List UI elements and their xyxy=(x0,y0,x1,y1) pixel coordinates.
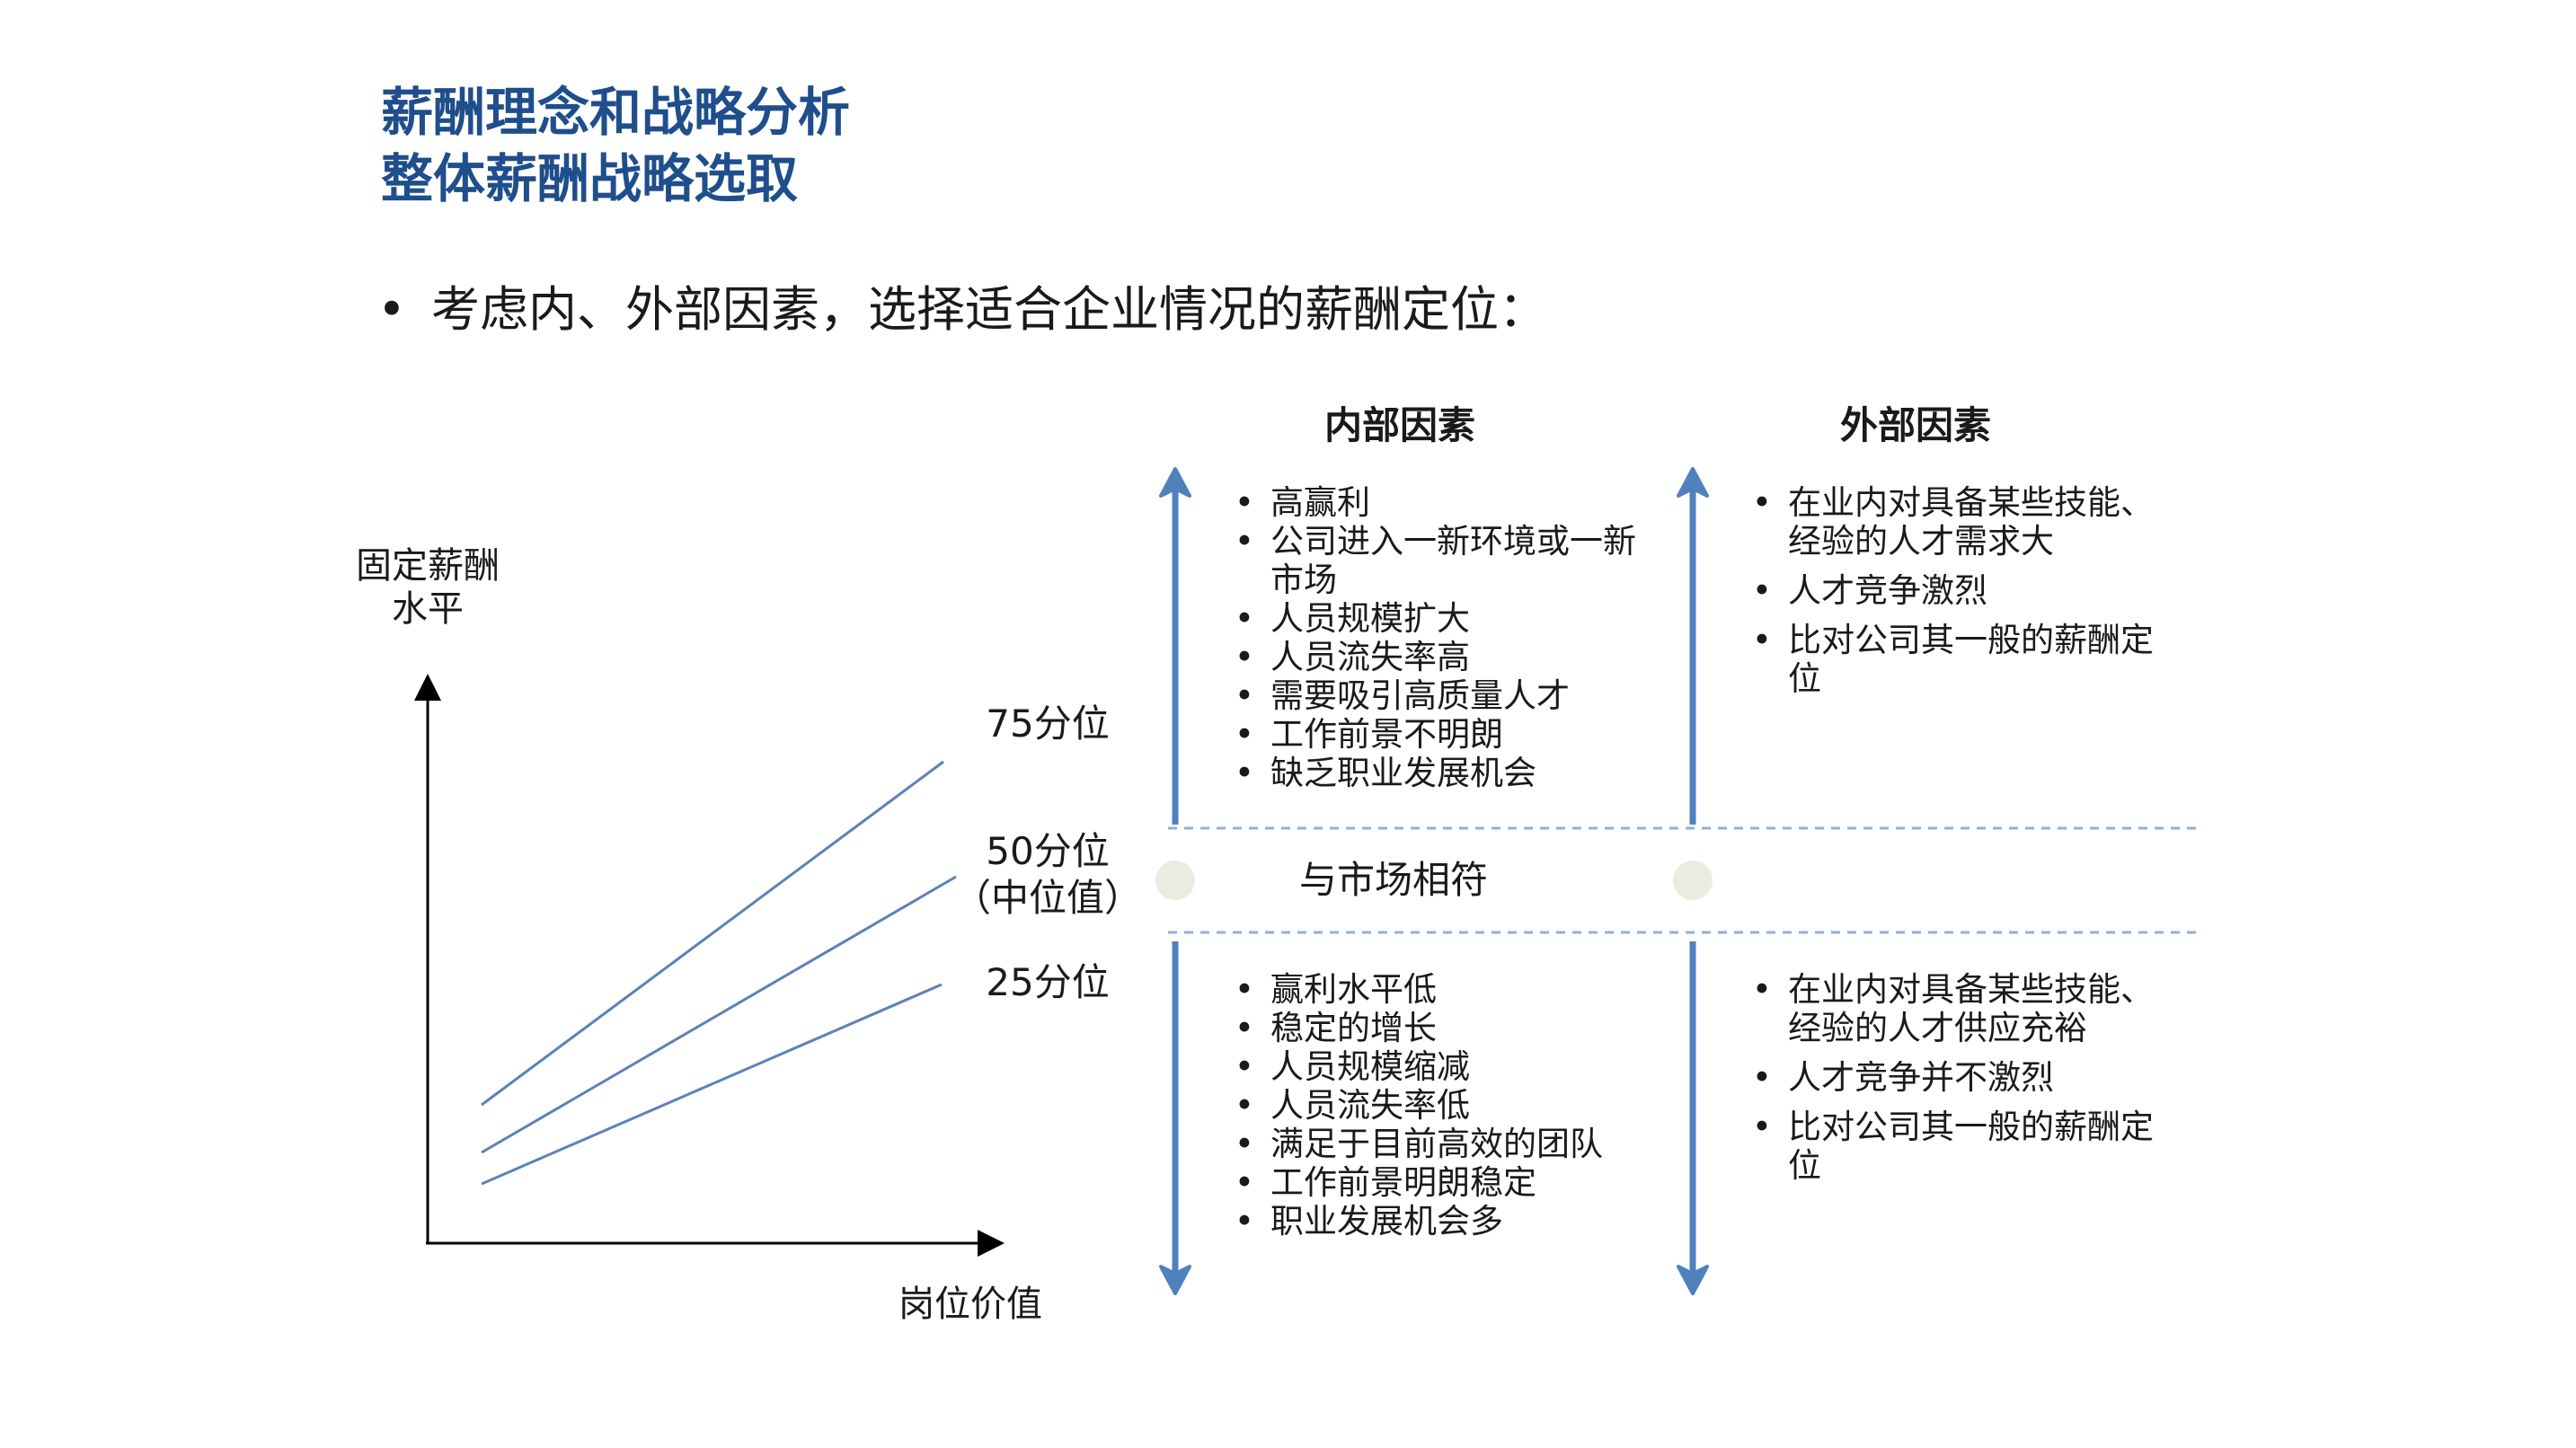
list-item: 稳定的增长 xyxy=(1231,1009,1698,1047)
list-item: 在业内对具备某些技能、经验的人才供应充裕 xyxy=(1748,970,2171,1047)
list-item: 比对公司其一般的薪酬定位 xyxy=(1748,1108,2171,1185)
list-item: 满足于目前高效的团队 xyxy=(1231,1125,1698,1163)
list-item: 人才竞争并不激烈 xyxy=(1748,1058,2171,1097)
internal-high-factors: 高赢利 公司进入一新环境或一新市场 人员规模扩大 人员流失率高 需要吸引高质量人… xyxy=(1231,483,1662,792)
list-item: 人员规模缩减 xyxy=(1231,1047,1698,1086)
external-up-arrow xyxy=(1677,467,1709,825)
label-75th-percentile: 75分位 xyxy=(986,702,1110,746)
list-item: 在业内对具备某些技能、经验的人才需求大 xyxy=(1748,483,2171,561)
label-50th-line1: 50分位 xyxy=(986,829,1110,873)
label-50th-line2: （中位值） xyxy=(952,876,1142,920)
y-axis-label-line2: 水平 xyxy=(392,588,464,630)
label-25th-percentile: 25分位 xyxy=(986,960,1110,1004)
y-axis-label: 固定薪酬 水平 xyxy=(323,544,532,631)
internal-low-factors: 赢利水平低 稳定的增长 人员规模缩减 人员流失率低 满足于目前高效的团队 工作前… xyxy=(1231,970,1698,1241)
trend-line-75 xyxy=(481,760,944,1107)
internal-middle-dot xyxy=(1155,861,1195,900)
list-item: 比对公司其一般的薪酬定位 xyxy=(1748,621,2171,698)
trend-line-25 xyxy=(481,983,943,1186)
intro-bullet-line: • 考虑内、外部因素，选择适合企业情况的薪酬定位： xyxy=(377,278,1547,341)
label-50th-percentile: 50分位 （中位值） xyxy=(931,828,1164,922)
x-axis-label: 岗位价值 xyxy=(899,1284,1042,1325)
external-low-factors: 在业内对具备某些技能、经验的人才供应充裕 人才竞争并不激烈 比对公司其一般的薪酬… xyxy=(1748,970,2171,1196)
list-item: 工作前景明朗稳定 xyxy=(1231,1163,1698,1202)
external-middle-dot xyxy=(1673,861,1713,900)
list-item: 人才竞争激烈 xyxy=(1748,571,2171,610)
external-high-factors: 在业内对具备某些技能、经验的人才需求大 人才竞争激烈 比对公司其一般的薪酬定位 xyxy=(1748,483,2171,709)
list-item: 赢利水平低 xyxy=(1231,970,1698,1009)
trend-line-50 xyxy=(481,875,957,1154)
market-match-text: 与市场相符 xyxy=(1299,858,1489,902)
list-item: 人员流失率高 xyxy=(1231,638,1662,676)
list-item: 人员规模扩大 xyxy=(1231,599,1662,638)
y-axis-label-line1: 固定薪酬 xyxy=(356,545,500,587)
external-factors-header: 外部因素 xyxy=(1839,403,1991,447)
bullet-glyph: • xyxy=(377,281,406,338)
list-item: 工作前景不明朗 xyxy=(1231,715,1662,754)
list-item: 职业发展机会多 xyxy=(1231,1202,1698,1241)
list-item: 高赢利 xyxy=(1231,483,1662,522)
list-item: 缺乏职业发展机会 xyxy=(1231,754,1662,792)
internal-up-arrow xyxy=(1159,467,1191,825)
internal-factors-header: 内部因素 xyxy=(1323,403,1475,447)
page-subtitle: 整体薪酬战略选取 xyxy=(381,148,799,209)
list-item: 公司进入一新环境或一新市场 xyxy=(1231,522,1662,599)
list-item: 需要吸引高质量人才 xyxy=(1231,676,1662,715)
internal-down-arrow xyxy=(1159,941,1191,1295)
intro-text: 考虑内、外部因素，选择适合企业情况的薪酬定位： xyxy=(431,281,1547,338)
page-title: 薪酬理念和战略分析 xyxy=(381,82,851,143)
list-item: 人员流失率低 xyxy=(1231,1086,1698,1125)
